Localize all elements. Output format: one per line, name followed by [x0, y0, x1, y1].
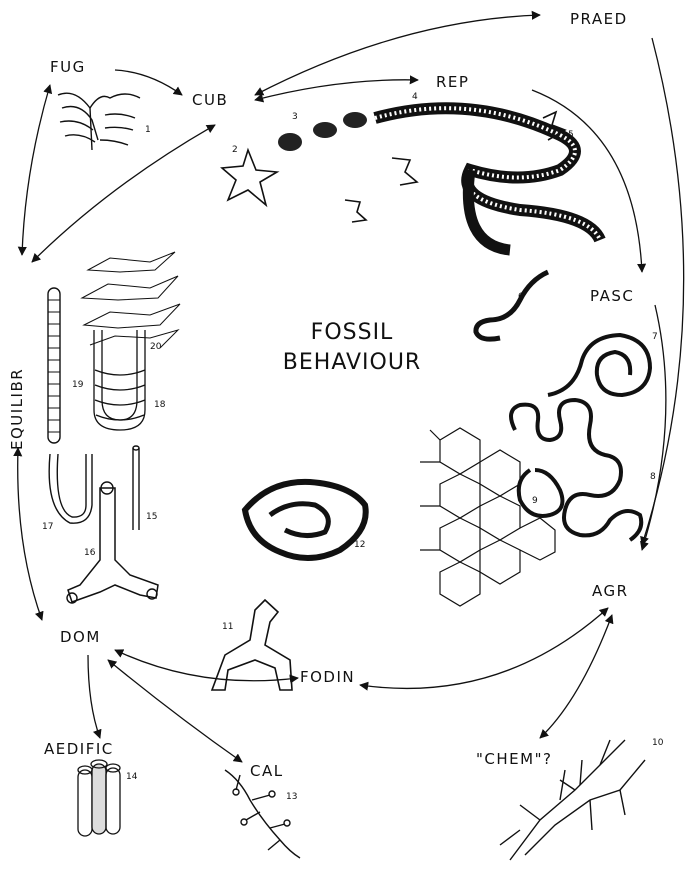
number-11: 11	[222, 622, 233, 632]
number-20: 20	[150, 342, 161, 352]
number-12: 12	[354, 540, 365, 550]
trace-chevron-a	[392, 158, 417, 185]
arrow-equilibr-dom	[18, 448, 42, 620]
arrow-cub-equilibr	[32, 125, 215, 262]
label-fug: FUG	[50, 58, 86, 76]
arrow-praed-agr	[642, 38, 684, 545]
arrow-dom-aedific	[88, 655, 100, 738]
trace-8-loop	[519, 470, 563, 516]
number-10: 10	[652, 738, 663, 748]
trace-6-sketch	[476, 272, 548, 339]
arrow-rep-pasc	[532, 90, 642, 272]
label-dom: DOM	[60, 628, 101, 646]
arrow-cub-praed	[255, 15, 540, 95]
number-15: 15	[146, 512, 157, 522]
trace-12-cluster-sketch	[245, 482, 366, 558]
number-3: 3	[292, 112, 298, 122]
trace-4-trail-sketch	[375, 108, 600, 250]
number-14: 14	[126, 772, 137, 782]
label-cal: CAL	[250, 762, 284, 780]
trace-13-sketch	[225, 770, 300, 858]
number-9: 9	[532, 496, 538, 506]
label-equilibr: EQUILIBR	[8, 368, 26, 450]
number-13: 13	[286, 792, 297, 802]
label-pasc: PASC	[590, 287, 634, 305]
trace-14-tubes-sketch	[78, 760, 120, 836]
label-fodin: FODIN	[300, 668, 355, 686]
number-4: 4	[412, 92, 418, 102]
trace-11-sketch	[212, 600, 292, 690]
trace-16-sketch	[68, 488, 158, 602]
label-chem: "CHEM"?	[476, 750, 552, 768]
number-2: 2	[232, 145, 238, 155]
number-19: 19	[72, 380, 83, 390]
label-agr: AGR	[592, 582, 629, 600]
label-cub: CUB	[192, 91, 228, 109]
trace-1-fug-sketch	[58, 93, 140, 150]
number-7: 7	[652, 332, 658, 342]
number-1: 1	[145, 125, 151, 135]
trace-8-meander-sketch	[511, 400, 641, 540]
label-rep: REP	[436, 73, 469, 91]
diagram-title: FOSSIL BEHAVIOUR	[262, 318, 442, 378]
trace-18-spreite-sketch	[94, 330, 145, 430]
trace-7-spiral-sketch	[548, 335, 650, 395]
trace-20-sketch	[82, 252, 180, 348]
trace-15-tube-sketch	[133, 446, 139, 530]
number-17: 17	[42, 522, 53, 532]
arrow-fug-cub	[115, 70, 182, 95]
arrow-agr-fodin	[360, 608, 608, 688]
trace-chevron-b	[345, 200, 366, 222]
number-6: 6	[518, 292, 524, 302]
number-8: 8	[650, 472, 656, 482]
trace-17-u-tube-sketch	[49, 454, 92, 523]
number-5: 5	[568, 130, 574, 140]
number-18: 18	[154, 400, 165, 410]
trace-19-sketch	[48, 288, 60, 443]
title-line-1: FOSSIL	[262, 318, 442, 348]
label-praed: PRAED	[570, 10, 628, 28]
trace-2-star-sketch	[222, 150, 277, 205]
arrow-fug-equilibr	[22, 85, 50, 255]
number-16: 16	[84, 548, 95, 558]
arrow-dom-cal	[108, 660, 242, 762]
trace-9-hex-network-sketch	[420, 428, 555, 606]
title-line-2: BEHAVIOUR	[262, 348, 442, 378]
label-aedific: AEDIFIC	[44, 740, 114, 758]
